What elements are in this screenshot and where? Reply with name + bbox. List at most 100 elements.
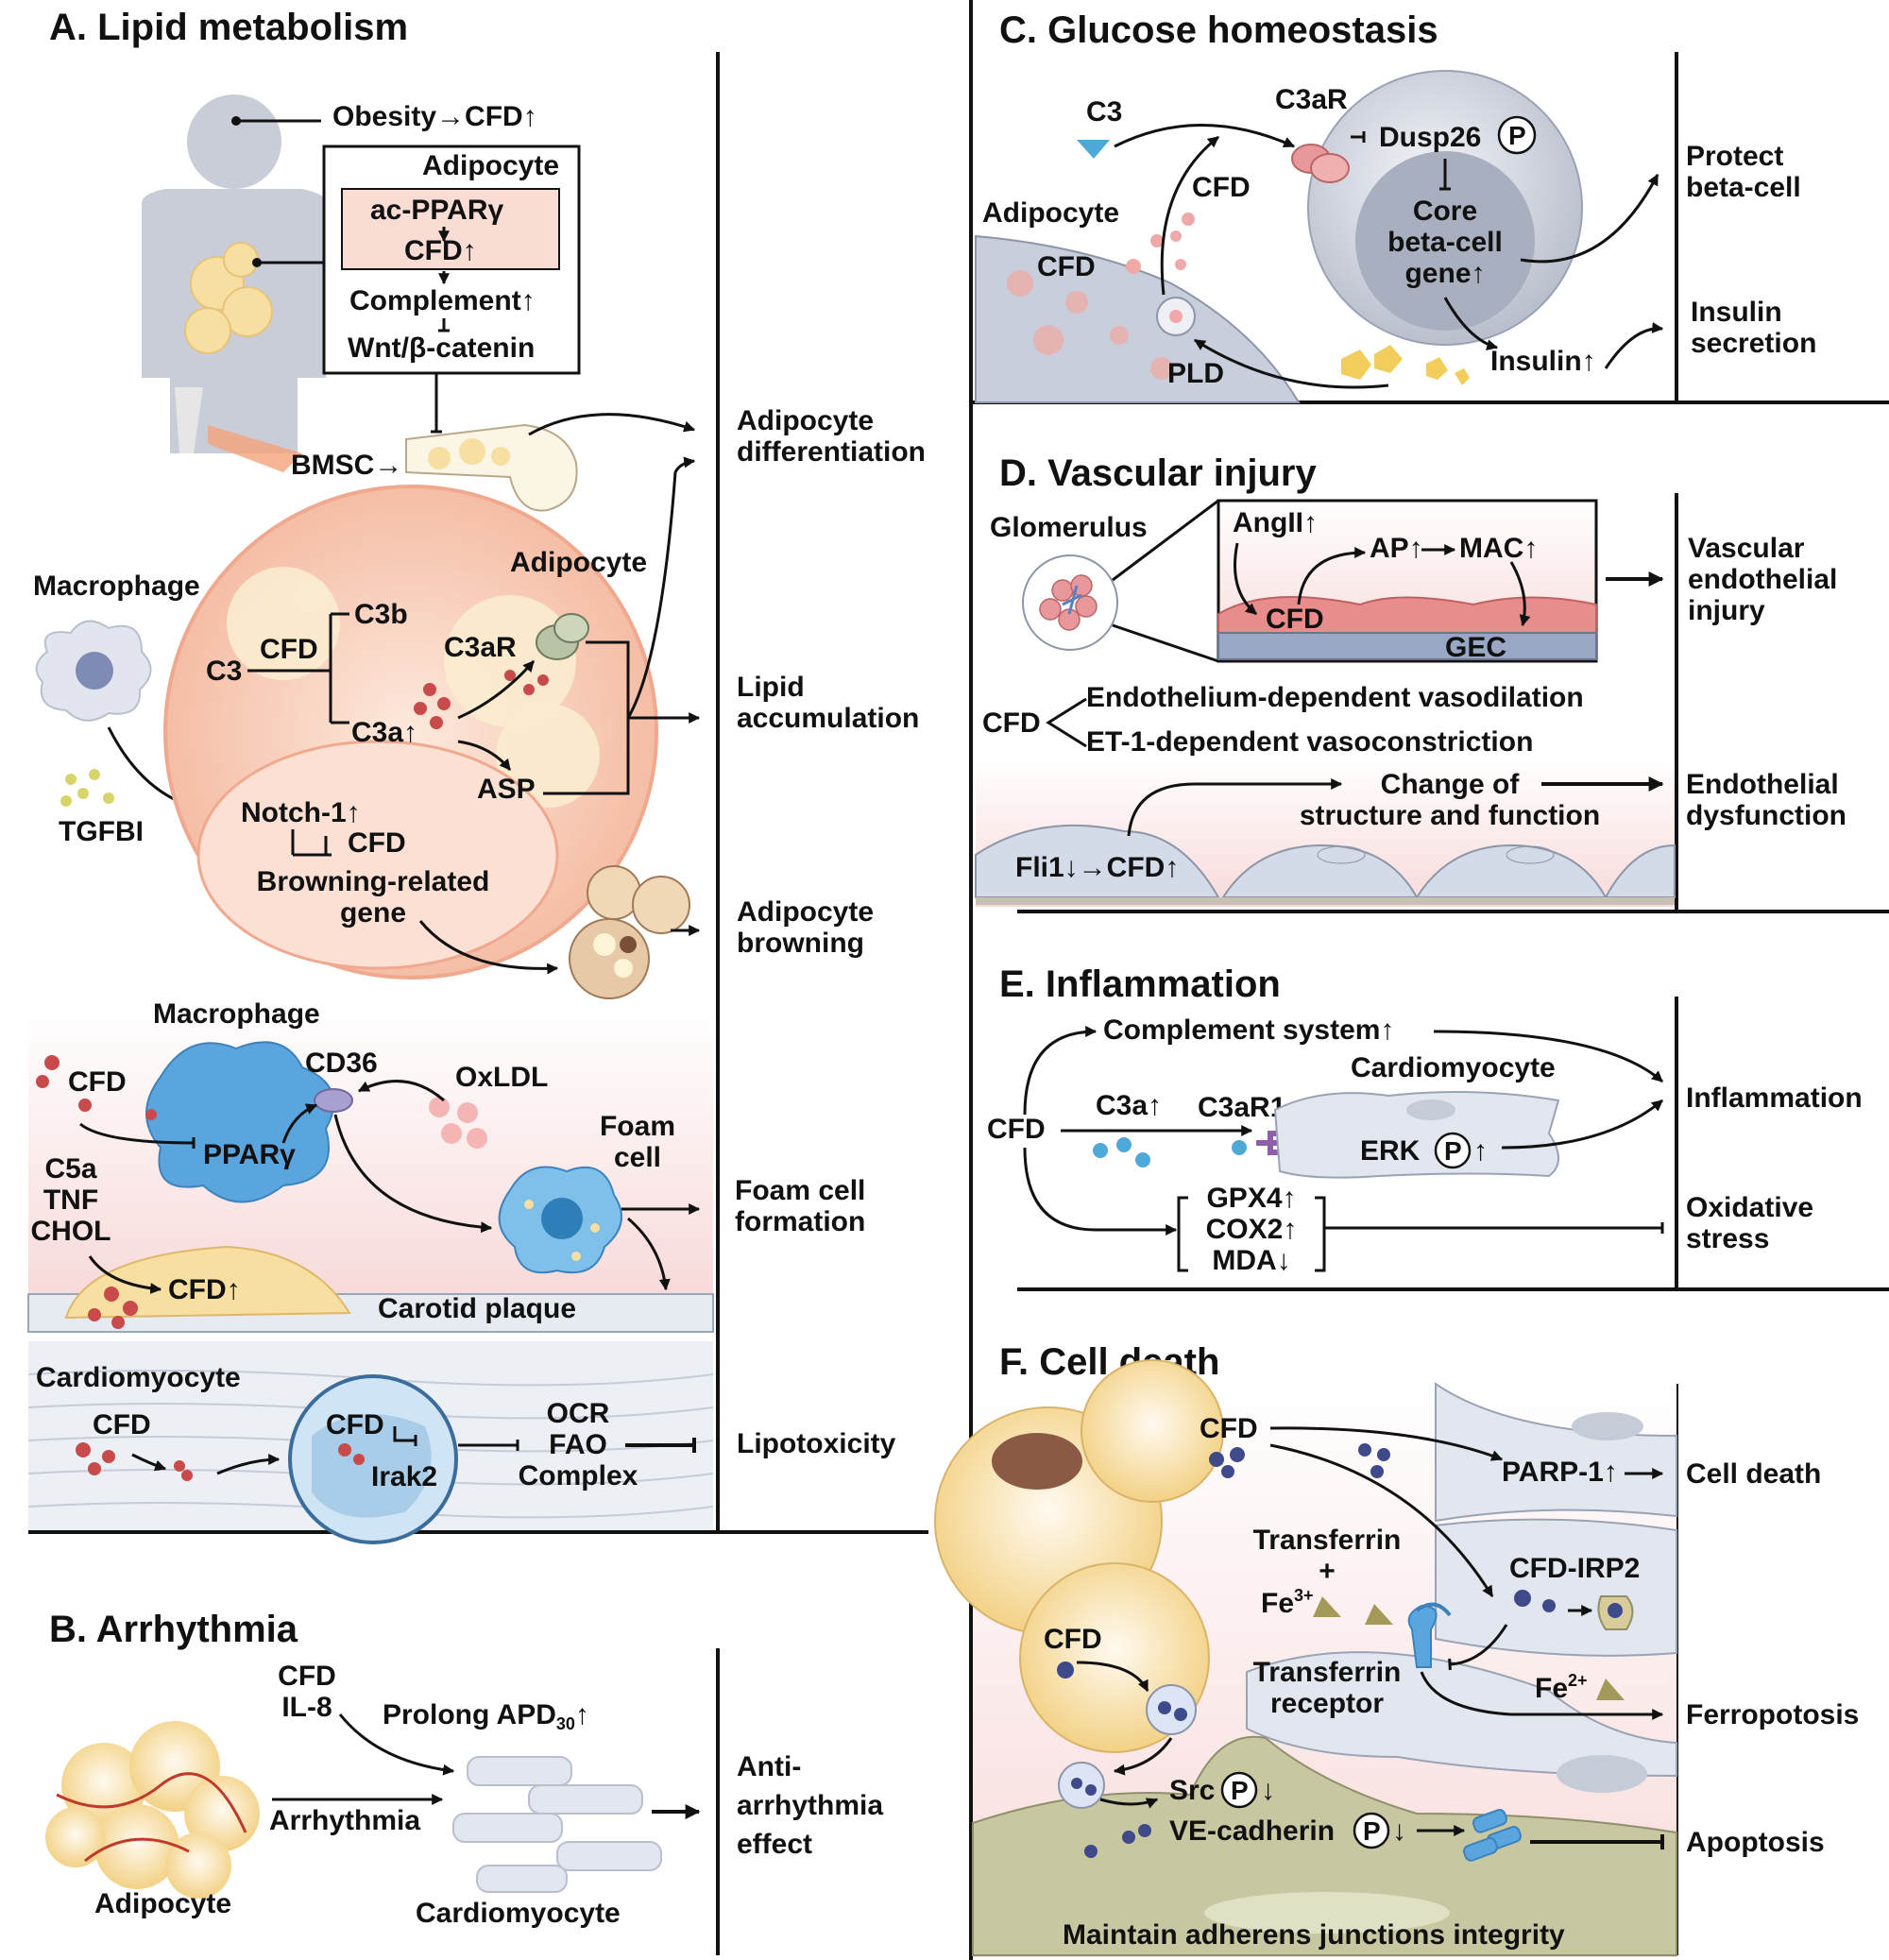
- cfd-dots-icon: [36, 1055, 157, 1120]
- maintain-junctions-label: Maintain adherens junctions integrity: [1063, 1919, 1565, 1951]
- cfd-label-c: CFD: [1192, 172, 1251, 203]
- nucleus: [196, 740, 559, 970]
- adherens-junction-icon: [1462, 1809, 1522, 1862]
- obesity-label: Obesity→CFD↑: [332, 101, 537, 132]
- ve-cadherin-label: VE-cadherin: [1169, 1815, 1335, 1847]
- panel-a-title: A. Lipid metabolism: [49, 7, 408, 48]
- human-silhouette-icon: [142, 94, 326, 472]
- cfd-dots-icon-f: [1209, 1443, 1390, 1478]
- panel-e: E. Inflammation Complement system↑ CFD C…: [987, 963, 1863, 1276]
- endothelial-cells: [1217, 596, 1597, 634]
- beta-cell-nucleus: [1355, 151, 1535, 331]
- output-lipotoxicity: Lipotoxicity: [737, 1428, 896, 1459]
- cardiomyocyte-label: Cardiomyocyte: [36, 1362, 241, 1393]
- c3ar-label-c: C3aR: [1275, 84, 1348, 115]
- cfd-label-3: CFD: [68, 1066, 127, 1098]
- ve-cadherin-phospho-badge: [1353, 1812, 1390, 1849]
- cfd-label-d2: CFD: [982, 707, 1041, 739]
- cfd-up-label: CFD↑: [404, 235, 477, 266]
- asp-label: ASP: [477, 774, 536, 805]
- phospho-p-label: P: [1508, 121, 1526, 150]
- cfd-label-d: CFD: [1266, 604, 1324, 635]
- adipocyte-cluster-icon: [45, 1721, 260, 1899]
- c3ar-receptor-icon: [536, 613, 589, 660]
- transferrin-plus-label: Transferrin+: [1253, 1525, 1402, 1587]
- cfd-up-label-2: CFD↑: [168, 1274, 241, 1305]
- panel-f: F. Cell death CFD PARP-1↑ Cell death Tra…: [934, 1341, 1859, 1957]
- ve-cadherin-down-arrow: ↓: [1392, 1815, 1406, 1847]
- pld-label: PLD: [1167, 358, 1224, 389]
- adipocyte-box-label: Adipocyte: [422, 150, 559, 181]
- cfd-irp2-label: CFD-IRP2: [1509, 1553, 1640, 1584]
- bmsc-label: BMSC→: [291, 450, 402, 481]
- cfd-label-c2: CFD: [1037, 251, 1096, 282]
- c3a-dots-icon: [414, 670, 549, 729]
- panel-e-title: E. Inflammation: [999, 963, 1281, 1005]
- c3a-label: C3a↑: [351, 717, 417, 748]
- panel-d-title: D. Vascular injury: [999, 452, 1317, 494]
- cardiomyocyte-cluster-icon: [452, 1756, 662, 1893]
- c3-label: C3: [206, 656, 242, 687]
- glomerulus-label: Glomerulus: [990, 512, 1148, 543]
- cfd-label-f2: CFD: [1044, 1624, 1102, 1655]
- output-apoptosis: Apoptosis: [1686, 1827, 1825, 1858]
- pparg-label: PPARγ: [203, 1139, 296, 1170]
- bone-icon: [405, 423, 578, 512]
- brown-adipocyte-icon: [569, 865, 690, 999]
- ap-label: AP↑: [1370, 533, 1423, 564]
- panel-c-title: C. Glucose homeostasis: [999, 9, 1438, 51]
- adipocyte-label-b: Adipocyte: [94, 1888, 231, 1919]
- fe3-triangle-icon: [1313, 1596, 1341, 1617]
- macrophage-icon: [35, 620, 152, 722]
- gec-label: GEC: [1445, 632, 1506, 663]
- ac-pparg-label: ac-PPARγ: [370, 195, 503, 226]
- tgfbi-label: TGFBI: [59, 816, 144, 847]
- arrhythmia-label: Arrhythmia: [269, 1805, 420, 1836]
- cardiomyocyte-f-1: [1435, 1382, 1677, 1523]
- erk-phospho-p: P: [1444, 1136, 1462, 1166]
- macrophage-label: Macrophage: [33, 571, 200, 602]
- macrophage-label-2: Macrophage: [153, 998, 320, 1030]
- cardiomyocyte-label-b: Cardiomyocyte: [416, 1898, 621, 1929]
- adipocyte-label-2: Adipocyte: [510, 547, 647, 578]
- endothelium-vasodilation-label: Endothelium-dependent vasodilation: [1086, 682, 1584, 713]
- complement-label: Complement↑: [349, 285, 536, 316]
- pparg-box: [341, 188, 560, 270]
- carotid-plaque-shape: [64, 1245, 351, 1320]
- ve-cadherin-phospho-p: P: [1363, 1816, 1381, 1846]
- adipocyte-cell-c: [975, 234, 1301, 403]
- basement-membrane: [1217, 632, 1597, 660]
- cardiomyocyte-label-e: Cardiomyocyte: [1351, 1052, 1556, 1083]
- oxldl-label: OxLDL: [455, 1062, 548, 1093]
- wnt-label: Wnt/β-catenin: [348, 332, 535, 364]
- cd36-label: CD36: [305, 1048, 378, 1079]
- cfd-label: CFD: [260, 634, 318, 665]
- cfd-label-e: CFD: [987, 1114, 1046, 1145]
- endothelial-cell-row: [975, 824, 1676, 905]
- prolong-apd-label: Prolong APD30↑: [383, 1699, 589, 1733]
- erk-up-arrow: ↑: [1473, 1135, 1488, 1167]
- glomerulus-icon: [1022, 554, 1118, 651]
- src-phospho-p: P: [1231, 1776, 1249, 1805]
- et1-vasoconstriction-label: ET-1-dependent vasoconstriction: [1086, 726, 1533, 758]
- complement-system-label: Complement system↑: [1103, 1014, 1394, 1046]
- fli1-cfd-label: Fli1↓→CFD↑: [1015, 852, 1179, 883]
- fe2-triangle-icon: [1596, 1679, 1625, 1700]
- endocytic-vesicle: [1146, 1684, 1197, 1735]
- cfd-secretion-dots-icon: [1126, 213, 1195, 274]
- irak2-label: Irak2: [371, 1461, 437, 1492]
- src-down-arrow: ↓: [1261, 1775, 1275, 1806]
- angii-label: AngII↑: [1233, 507, 1318, 538]
